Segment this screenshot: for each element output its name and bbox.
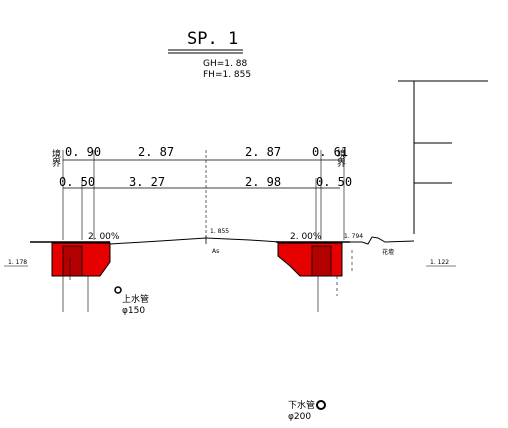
dim-right-lane-1: 2. 87 — [245, 145, 281, 159]
finish-height-label: FH=1. 855 — [203, 70, 251, 80]
dim-right-edge: 0. 50 — [316, 175, 352, 189]
dim-left-edge: 0. 50 — [59, 175, 95, 189]
right-curb-block — [277, 242, 353, 312]
section-title: SP. 1 — [187, 29, 238, 49]
water-pipe-icon — [114, 286, 122, 294]
dim-left-sidewalk: 0. 90 — [65, 145, 101, 159]
left-curb-block — [51, 242, 111, 312]
center-elevation-label: 1. 855 — [210, 228, 229, 235]
slope-right-label: 2. 00% — [290, 232, 322, 242]
dimension-row-2 — [63, 178, 340, 240]
sewer-pipe-size: φ200 — [288, 412, 311, 422]
building-outline — [398, 80, 488, 234]
dim-right-lane-2: 2. 98 — [245, 175, 281, 189]
right-ground-elevation-label: 1. 122 — [430, 259, 449, 266]
dimension-row-1 — [62, 150, 345, 240]
sewer-pipe-icon — [316, 400, 326, 410]
slope-left-label: 2. 00% — [88, 232, 120, 242]
dim-right-sidewalk: 0. 61 — [312, 145, 348, 159]
surface-label: As — [212, 248, 219, 255]
right-curb-elevation-label: 1. 794 — [344, 233, 363, 240]
boundary-left-label: 境界 — [50, 148, 61, 168]
left-ground-elevation-label: 1. 178 — [8, 259, 27, 266]
water-pipe-name: 上水管 — [122, 293, 149, 305]
dim-left-lane-1: 2. 87 — [138, 145, 174, 159]
boundary-right-label: 境界 — [335, 148, 346, 168]
dim-left-lane-2: 3. 27 — [129, 175, 165, 189]
road-profile — [4, 236, 456, 267]
water-pipe-size: φ150 — [122, 306, 145, 316]
ground-height-label: GH=1. 88 — [203, 59, 247, 69]
flower-bed-label: 花壇 — [382, 248, 394, 256]
sewer-pipe-name: 下水管 — [288, 399, 315, 411]
